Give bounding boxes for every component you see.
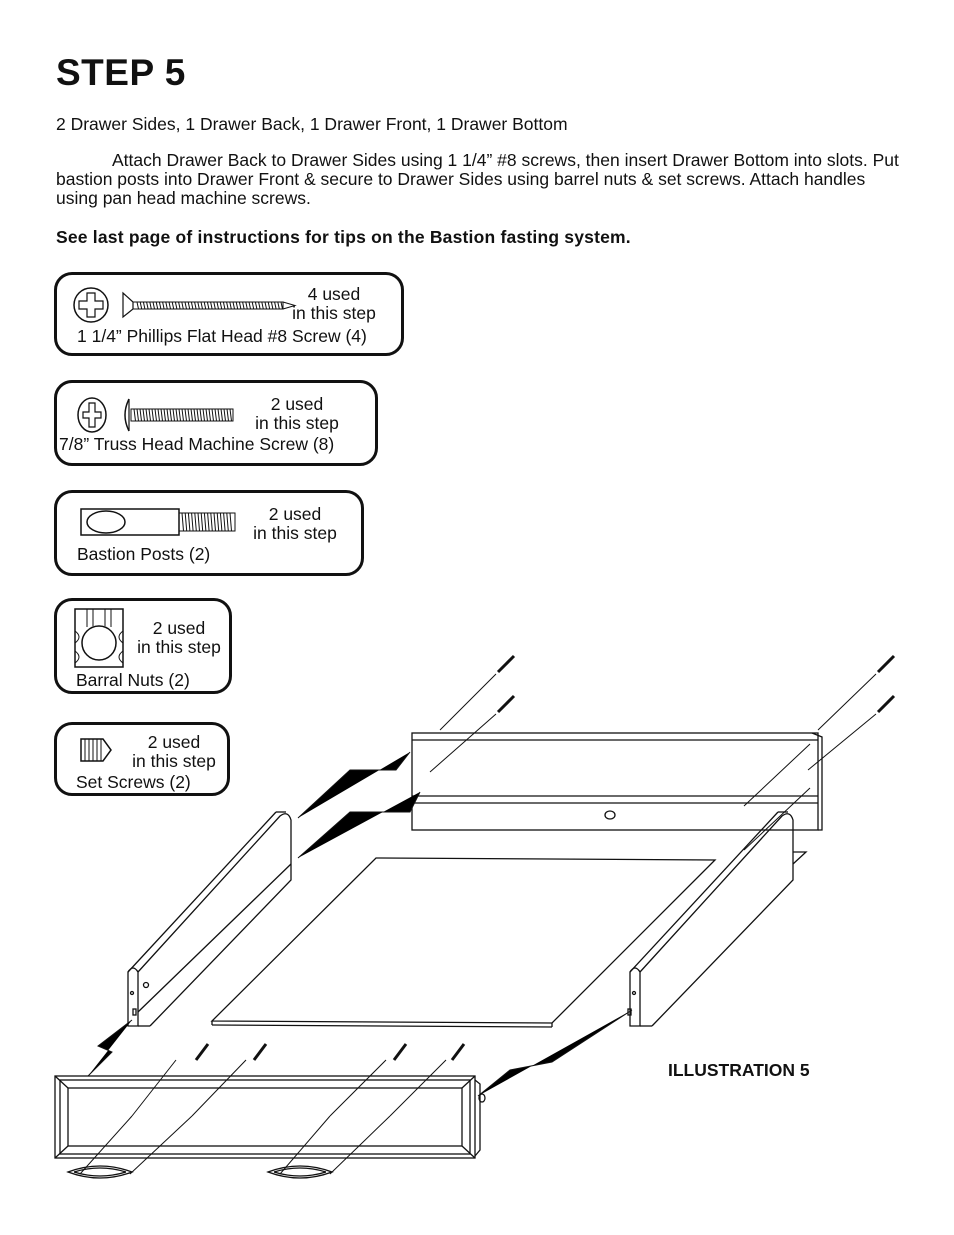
phillips-flat-head-screw-icon	[73, 287, 297, 323]
parts-list: 2 Drawer Sides, 1 Drawer Back, 1 Drawer …	[56, 114, 568, 134]
used-count: 4 used	[307, 284, 361, 304]
instructions-text: Attach Drawer Back to Drawer Sides using…	[56, 150, 899, 208]
hardware-name: Bastion Posts (2)	[77, 544, 211, 564]
used-note: in this step	[253, 523, 337, 543]
step-title: STEP 5	[56, 52, 186, 93]
hardware-name: 1 1/4” Phillips Flat Head #8 Screw (4)	[77, 326, 367, 346]
hardware-name: Barral Nuts (2)	[76, 670, 190, 690]
barrel-nut-icon	[74, 608, 124, 668]
bastion-post-icon	[80, 508, 236, 536]
truss-head-machine-screw-icon	[77, 397, 234, 433]
used-note: in this step	[137, 637, 221, 657]
drawer-side-left	[127, 811, 292, 1027]
used-count: 2 used	[147, 732, 201, 752]
illustration-label: ILLUSTRATION 5	[668, 1060, 810, 1080]
used-count: 2 used	[268, 504, 322, 524]
back-screws	[194, 654, 896, 1061]
drawer-exploded-view-icon	[54, 654, 896, 1179]
alignment-lines	[79, 673, 877, 1175]
set-screw-icon	[80, 738, 112, 762]
drawer-side-right	[627, 811, 808, 1027]
used-count: 2 used	[152, 618, 206, 638]
drawer-front	[54, 1075, 486, 1159]
drawer-back	[411, 732, 823, 831]
used-note: in this step	[292, 303, 376, 323]
used-note: in this step	[255, 413, 339, 433]
drawer-handle-left	[66, 1165, 134, 1179]
used-count: 2 used	[270, 394, 324, 414]
hardware-name: 7/8” Truss Head Machine Screw (8)	[59, 434, 335, 454]
bastion-tip: See last page of instructions for tips o…	[56, 227, 631, 247]
used-note: in this step	[132, 751, 216, 771]
hardware-name: Set Screws (2)	[76, 772, 191, 792]
drawer-handle-right	[266, 1165, 334, 1179]
instructions-paragraph: Attach Drawer Back to Drawer Sides using…	[56, 151, 906, 208]
